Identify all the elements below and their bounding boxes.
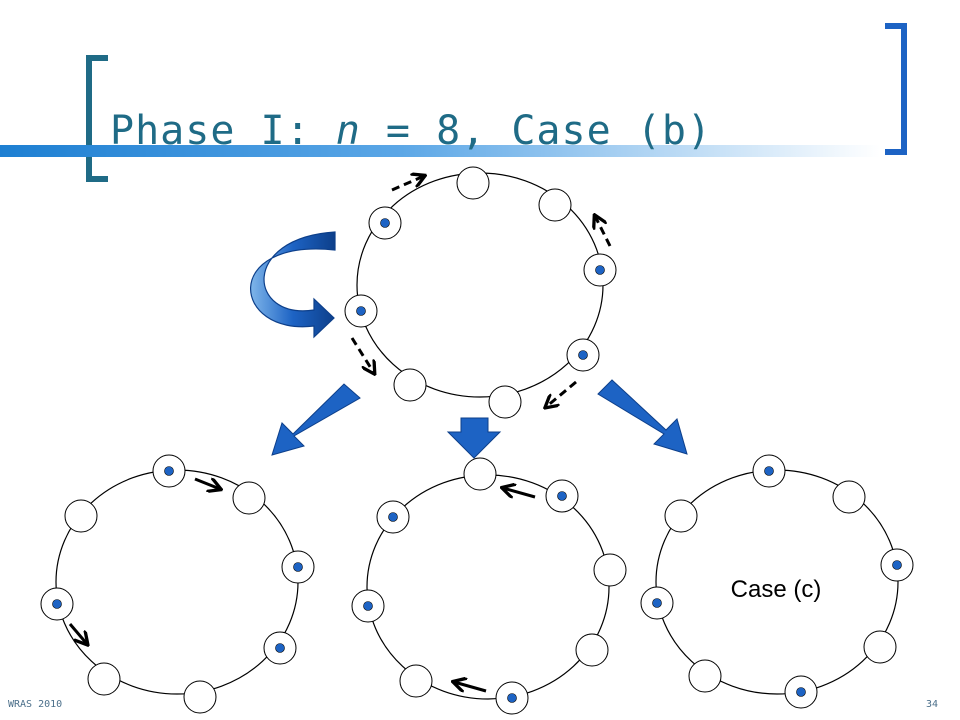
- token-br-3: [892, 560, 902, 570]
- block-arrow-down: [446, 417, 502, 459]
- node-top-5: [488, 385, 522, 419]
- title-bracket-right: [885, 23, 907, 155]
- block-arrow-right: [597, 379, 688, 455]
- ring-top: [344, 166, 617, 419]
- block-arrow-left: [271, 383, 361, 456]
- dashed-arrow-4: [546, 380, 577, 407]
- arrow-bl-2: [68, 623, 87, 644]
- token-bm-7: [363, 601, 373, 611]
- title-underline-bar: [0, 145, 880, 157]
- token-bl-3: [293, 562, 303, 572]
- token-bm-5: [507, 693, 517, 703]
- node-bl-8: [64, 499, 98, 533]
- node-bl-2: [232, 481, 266, 515]
- token-top-4: [578, 350, 588, 360]
- token-bm-8: [388, 512, 398, 522]
- token-top-8: [380, 218, 390, 228]
- arrow-bm-2: [454, 682, 487, 691]
- page-number: 34: [925, 699, 938, 710]
- ring-bottom-right: Case (c): [640, 454, 914, 709]
- node-br-8: [664, 499, 698, 533]
- ring-bottom-left: [40, 454, 315, 714]
- node-br-2: [832, 480, 866, 514]
- slide-title: Phase I: n = 8, Case (b): [110, 108, 712, 154]
- node-top-6: [393, 368, 427, 402]
- token-br-7: [652, 598, 662, 608]
- ring-bottom-middle: [351, 457, 627, 715]
- node-bm-3: [593, 553, 627, 587]
- token-bl-4: [275, 643, 285, 653]
- node-br-4: [863, 630, 897, 664]
- node-bl-5: [183, 680, 217, 714]
- node-bm-6: [399, 664, 433, 698]
- arrow-bl-1: [194, 479, 220, 489]
- node-bm-1: [463, 457, 497, 491]
- rotation-arrow-icon: [250, 231, 336, 339]
- title-variable-n: n: [335, 108, 361, 154]
- token-bl-7: [52, 599, 62, 609]
- dashed-arrow-2: [595, 216, 612, 247]
- token-bl-1: [164, 466, 174, 476]
- node-bl-6: [87, 662, 121, 696]
- token-top-7: [356, 306, 366, 316]
- token-top-3: [595, 265, 605, 275]
- dashed-arrow-1: [391, 176, 424, 192]
- arrow-bm-1: [503, 488, 536, 497]
- node-bm-4: [575, 633, 609, 667]
- title-bracket-left: [86, 55, 108, 182]
- token-br-1: [764, 466, 774, 476]
- node-top-2: [538, 188, 572, 222]
- footer-conference: WRAS 2010: [8, 699, 63, 710]
- token-br-5: [796, 687, 806, 697]
- node-br-6: [688, 659, 722, 693]
- token-bm-2: [557, 491, 567, 501]
- node-top-1: [456, 166, 490, 200]
- case-c-label: Case (c): [731, 576, 822, 603]
- dashed-arrow-3: [350, 337, 374, 373]
